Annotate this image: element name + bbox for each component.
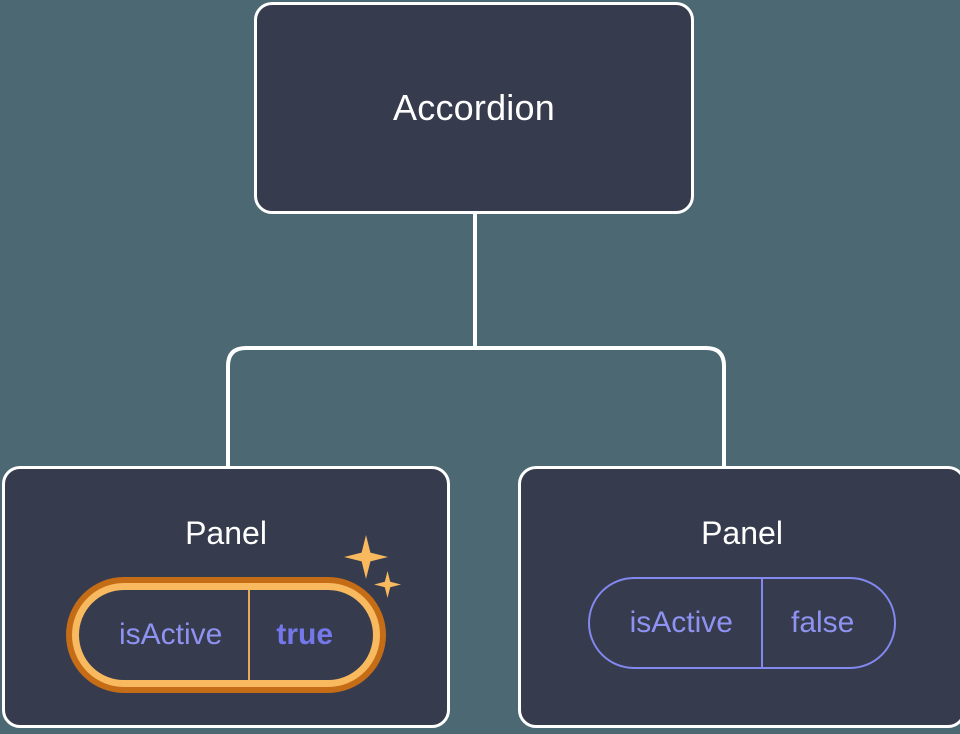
prop-pill-inactive-wrap: isActive false	[587, 577, 897, 669]
node-accordion[interactable]: Accordion	[254, 2, 694, 214]
node-accordion-label: Accordion	[393, 87, 555, 128]
connector-split-bar	[226, 346, 726, 466]
prop-pill-active-wrap: isActive true	[65, 535, 402, 693]
prop-pill-active-inner: isActive true	[71, 583, 381, 687]
prop-value-true: true	[248, 590, 373, 680]
prop-pill-active[interactable]: isActive true	[65, 577, 387, 693]
prop-key-isactive-false: isActive	[629, 606, 733, 639]
node-panel-inactive[interactable]: Panel isActive false	[518, 466, 960, 728]
sparkle-small-icon	[374, 571, 402, 598]
node-panel-inactive-label: Panel	[701, 515, 783, 551]
prop-value-false: false	[760, 579, 894, 667]
node-panel-active-label: Panel	[185, 515, 267, 551]
prop-key-isactive-true: isActive	[118, 618, 223, 651]
prop-pill-inactive[interactable]: isActive false	[587, 577, 897, 669]
node-panel-active[interactable]: Panel isActive true	[2, 466, 450, 728]
sparkle-large-icon	[344, 535, 389, 579]
